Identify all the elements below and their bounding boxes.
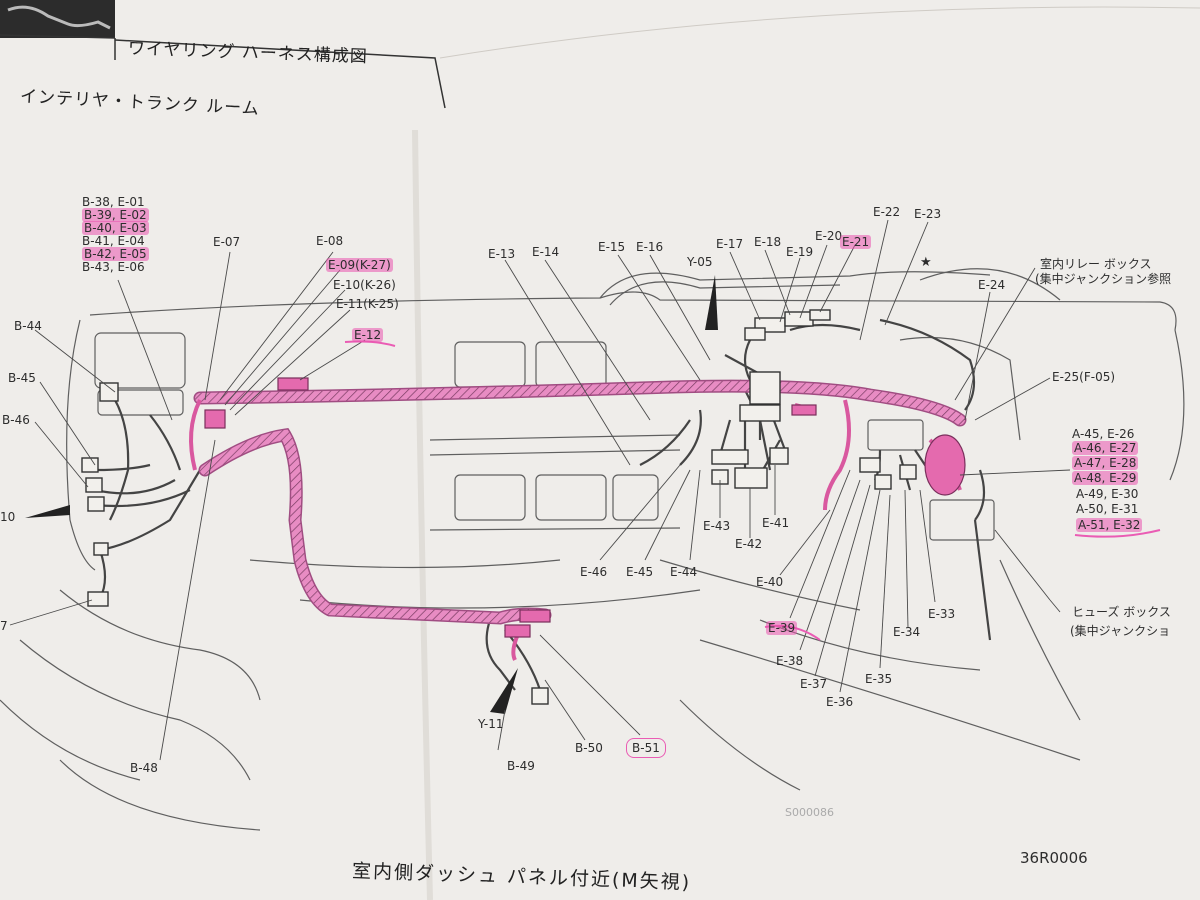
label-e24: E-24	[978, 278, 1006, 292]
label-relay-box: 室内リレー ボックス	[1040, 257, 1152, 271]
label-e35: E-35	[865, 672, 893, 686]
label-e20: E-20	[815, 229, 843, 243]
star-mark: ★	[920, 255, 932, 270]
label-e40: E-40	[756, 575, 784, 589]
label-a47: A-47, E-28	[1072, 456, 1139, 470]
label-y05: Y-05	[687, 255, 713, 269]
arrow-b10	[25, 505, 70, 518]
label-e44: E-44	[670, 565, 698, 579]
label-e16: E-16	[636, 240, 664, 254]
label-y11: Y-11	[478, 717, 504, 731]
arrow-y11	[490, 668, 518, 714]
label-fuse-note: (集中ジャンクショ	[1070, 624, 1171, 638]
label-e33: E-33	[928, 607, 956, 621]
label-e12: E-12	[352, 328, 384, 342]
label-e37: E-37	[800, 677, 828, 691]
label-e15: E-15	[598, 240, 626, 254]
label-e36: E-36	[826, 695, 854, 709]
label-b42: B-42, E-05	[82, 247, 149, 261]
label-b48: B-48	[130, 761, 158, 775]
header-box	[114, 39, 446, 109]
label-e18: E-18	[754, 235, 782, 249]
label-e19: E-19	[786, 245, 814, 259]
label-e08: E-08	[316, 234, 344, 248]
label-b45: B-45	[8, 371, 36, 385]
label-e23: E-23	[914, 207, 942, 221]
label-e39: E-39	[766, 621, 798, 635]
label-e21: E-21	[840, 235, 872, 249]
connectors	[81, 309, 917, 705]
dashboard-outline	[0, 268, 1185, 831]
label-a49: A-49, E-30	[1076, 487, 1139, 501]
label-fuse-box: ヒューズ ボックス	[1072, 605, 1171, 619]
label-a48: A-48, E-29	[1072, 471, 1139, 485]
label-b46: B-46	[2, 413, 30, 427]
faint-watermark-code: S000086	[785, 806, 834, 819]
label-b50: B-50	[575, 741, 603, 755]
label-e45: E-45	[626, 565, 654, 579]
label-e46: E-46	[580, 565, 608, 579]
label-b44: B-44	[14, 319, 42, 333]
label-e09: E-09(K-27)	[326, 258, 393, 272]
label-a51: A-51, E-32	[1076, 518, 1143, 532]
label-e13: E-13	[488, 247, 516, 261]
label-e11: E-11(K-25)	[336, 297, 399, 311]
label-b10: 10	[0, 510, 16, 524]
figure-code: 36R0006	[1020, 849, 1088, 867]
label-e41: E-41	[762, 516, 790, 530]
label-a46: A-46, E-27	[1072, 441, 1139, 455]
label-e43: E-43	[703, 519, 731, 533]
label-e38: E-38	[776, 654, 804, 668]
label-b38: B-38, E-01	[82, 195, 145, 209]
label-e25: E-25(F-05)	[1052, 370, 1116, 384]
label-b51: B-51	[626, 738, 666, 758]
label-e17: E-17	[716, 237, 744, 251]
label-e14: E-14	[532, 245, 560, 259]
label-b39: B-39, E-02	[82, 208, 149, 222]
label-a45: A-45, E-26	[1072, 427, 1135, 441]
pink-harness	[195, 381, 965, 624]
arrow-y05	[705, 275, 718, 330]
label-b40: B-40, E-03	[82, 221, 149, 235]
label-e34: E-34	[893, 625, 921, 639]
label-b49: B-49	[507, 759, 535, 773]
label-a50: A-50, E-31	[1076, 502, 1139, 516]
label-relay-note: (集中ジャンクション参照	[1035, 272, 1172, 286]
label-e07: E-07	[213, 235, 241, 249]
label-b47: 7	[0, 619, 8, 633]
label-e22: E-22	[873, 205, 901, 219]
label-b41: B-41, E-04	[82, 234, 145, 248]
label-e10: E-10(K-26)	[333, 278, 396, 292]
label-b43: B-43, E-06	[82, 260, 145, 274]
leader-lines	[9, 219, 1071, 761]
label-e42: E-42	[735, 537, 763, 551]
